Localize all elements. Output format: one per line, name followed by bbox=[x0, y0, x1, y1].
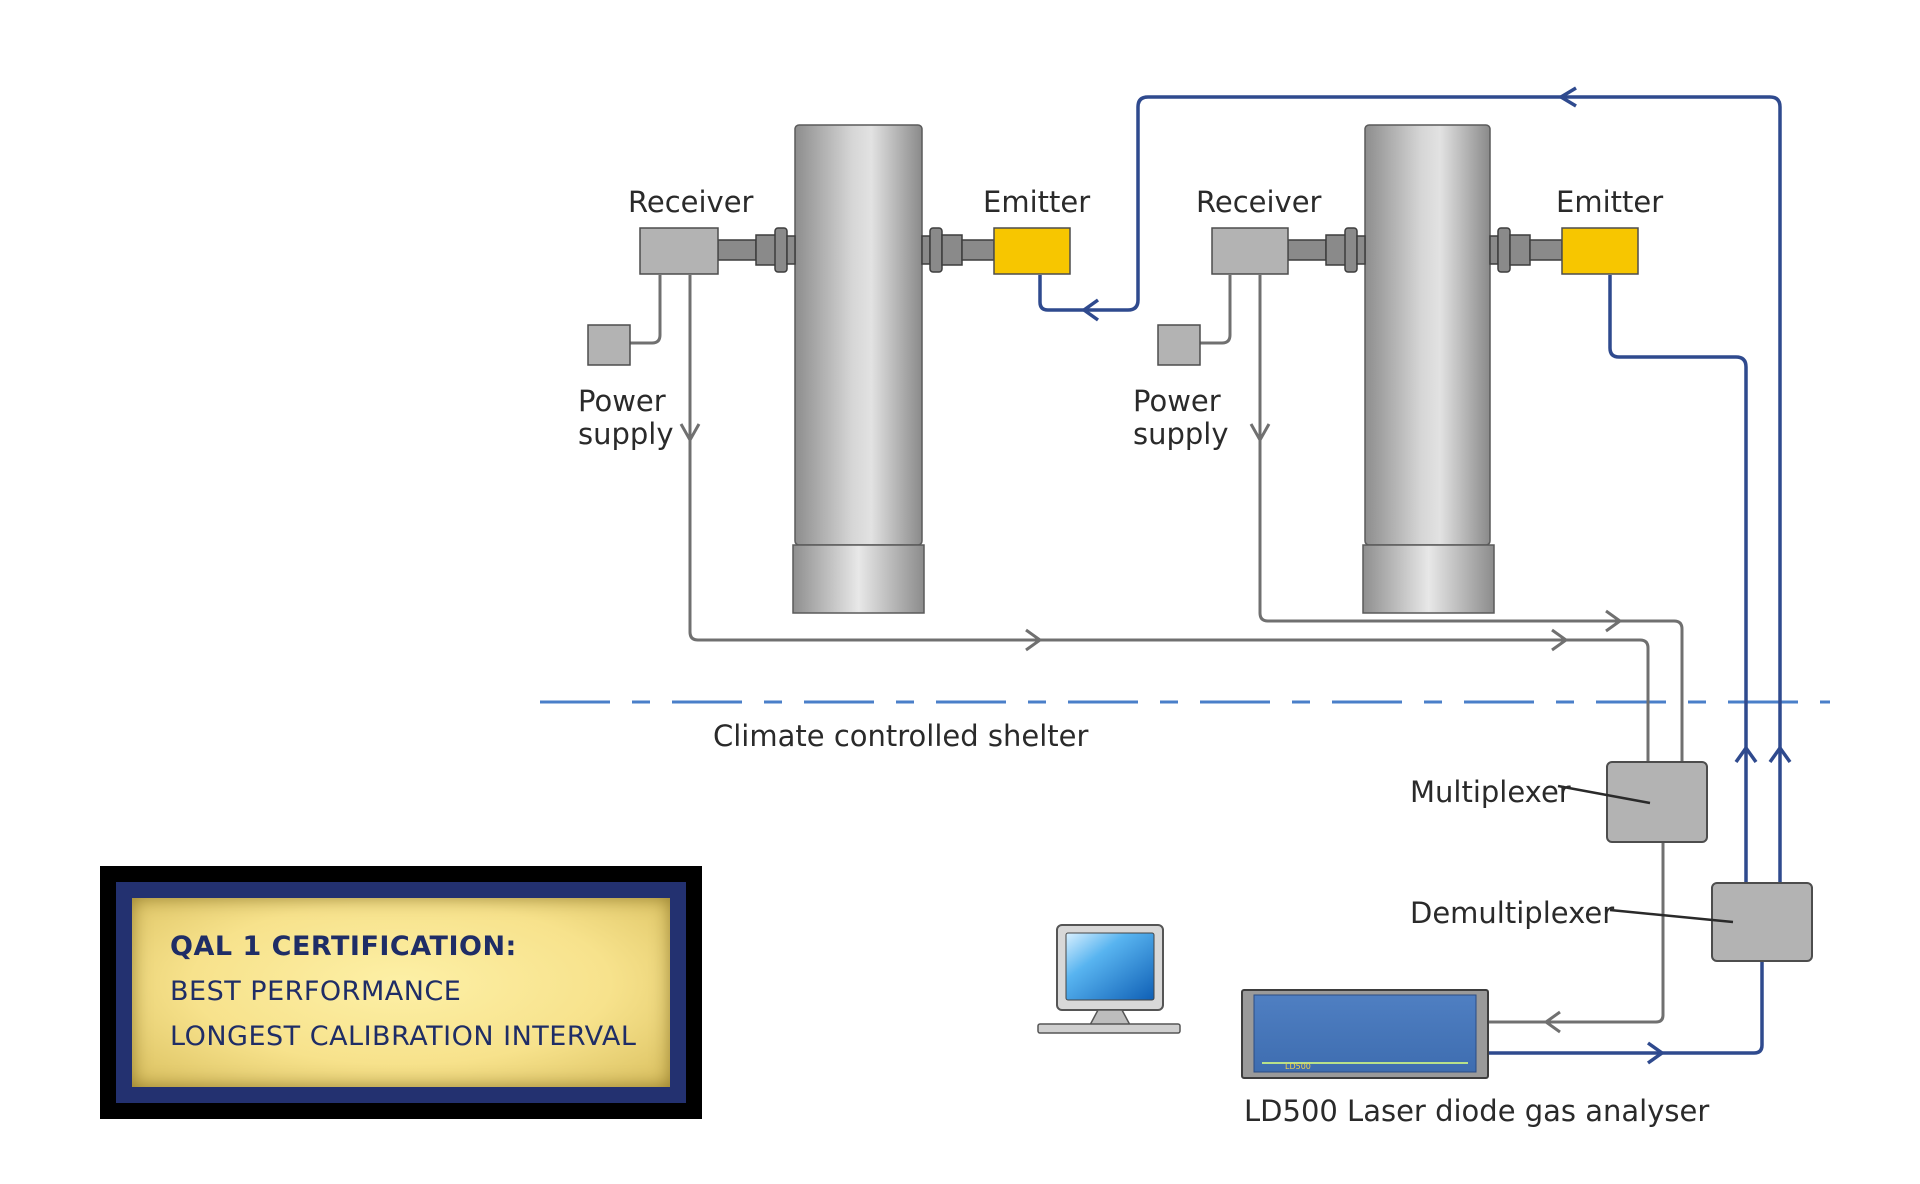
certification-line-2: LONGEST CALIBRATION INTERVAL bbox=[170, 1021, 637, 1052]
analyser-label: LD500 Laser diode gas analyser bbox=[1244, 1094, 1709, 1128]
left-receiver-label: Receiver bbox=[628, 185, 754, 219]
left-receiver-flange bbox=[717, 227, 796, 273]
left-emitter-flange bbox=[921, 227, 995, 273]
ld500-analyser: LD500 bbox=[1241, 989, 1489, 1079]
right-emitter-label: Emitter bbox=[1556, 185, 1663, 219]
right-emitter-box bbox=[1561, 227, 1639, 275]
arrow-emitter-return bbox=[1080, 298, 1100, 322]
arrow-down-left bbox=[679, 423, 701, 444]
demux-to-analyser-fiber bbox=[1487, 958, 1764, 1055]
arrow-right-1 bbox=[1025, 628, 1043, 652]
analyser-front-panel bbox=[1253, 994, 1477, 1073]
keyboard bbox=[1037, 1023, 1181, 1034]
left-power-cable bbox=[630, 275, 662, 345]
certification-badge-frame: QAL 1 CERTIFICATION: BEST PERFORMANCE LO… bbox=[116, 882, 686, 1103]
left-emitter-box bbox=[993, 227, 1071, 275]
right-receiver-box bbox=[1211, 227, 1289, 275]
gray-signal-cables bbox=[630, 275, 1684, 1024]
arrow-up-1 bbox=[1734, 744, 1758, 764]
arrow-right-2 bbox=[1551, 628, 1569, 652]
right-stack-body bbox=[1364, 124, 1491, 546]
certification-line-1: BEST PERFORMANCE bbox=[170, 976, 462, 1007]
shelter-label: Climate controlled shelter bbox=[713, 719, 1088, 753]
multiplexer-leader-line bbox=[1557, 784, 1651, 805]
right-stack-assembly bbox=[1157, 124, 1639, 614]
right-emitter-fiber bbox=[1608, 275, 1748, 890]
right-receiver-cable bbox=[1258, 275, 1684, 762]
certification-title: QAL 1 CERTIFICATION: bbox=[170, 931, 517, 962]
gray-arrows bbox=[679, 423, 1623, 1034]
left-receiver-box bbox=[639, 227, 719, 275]
arrow-left-analyser bbox=[1543, 1010, 1561, 1034]
multiplexer-box bbox=[1606, 761, 1708, 843]
left-receiver-cable bbox=[688, 275, 1650, 762]
arrow-top-left bbox=[1557, 86, 1577, 108]
right-power-label-line1: Power bbox=[1133, 384, 1221, 418]
monitor-stand bbox=[1088, 1009, 1132, 1026]
arrow-down-right bbox=[1249, 423, 1271, 444]
right-power-cable bbox=[1200, 275, 1232, 345]
right-power-label-line2: supply bbox=[1133, 417, 1229, 451]
multiplexer-to-analyser-cable bbox=[1487, 842, 1665, 1024]
certification-badge-plate: QAL 1 CERTIFICATION: BEST PERFORMANCE LO… bbox=[132, 898, 670, 1087]
right-power-supply-box bbox=[1157, 324, 1201, 366]
arrow-right-analyser bbox=[1646, 1041, 1666, 1065]
left-stack-assembly bbox=[587, 124, 1071, 614]
left-stack-body bbox=[794, 124, 923, 546]
left-power-label-line2: supply bbox=[578, 417, 674, 451]
left-emitter-fiber bbox=[1038, 95, 1782, 890]
arrow-up-2 bbox=[1768, 744, 1792, 764]
left-emitter-label: Emitter bbox=[983, 185, 1090, 219]
right-emitter-flange bbox=[1489, 227, 1563, 273]
demultiplexer-box bbox=[1711, 882, 1813, 962]
analyser-badge-text: LD500 bbox=[1285, 1062, 1311, 1071]
right-stack-base bbox=[1362, 544, 1495, 614]
right-receiver-label: Receiver bbox=[1196, 185, 1322, 219]
monitor-screen bbox=[1065, 932, 1155, 1001]
arrow-right-3 bbox=[1605, 609, 1623, 633]
left-power-label-line1: Power bbox=[578, 384, 666, 418]
blue-arrows bbox=[1080, 86, 1792, 1065]
blue-fiber-lines bbox=[1038, 95, 1782, 1055]
certification-badge: QAL 1 CERTIFICATION: BEST PERFORMANCE LO… bbox=[100, 866, 702, 1119]
computer-terminal bbox=[1037, 924, 1181, 1034]
demultiplexer-leader-line bbox=[1609, 908, 1734, 924]
left-stack-base bbox=[792, 544, 925, 614]
right-receiver-flange bbox=[1287, 227, 1366, 273]
left-power-supply-box bbox=[587, 324, 631, 366]
multiplexer-label: Multiplexer bbox=[1410, 775, 1571, 809]
demultiplexer-label: Demultiplexer bbox=[1410, 896, 1614, 930]
